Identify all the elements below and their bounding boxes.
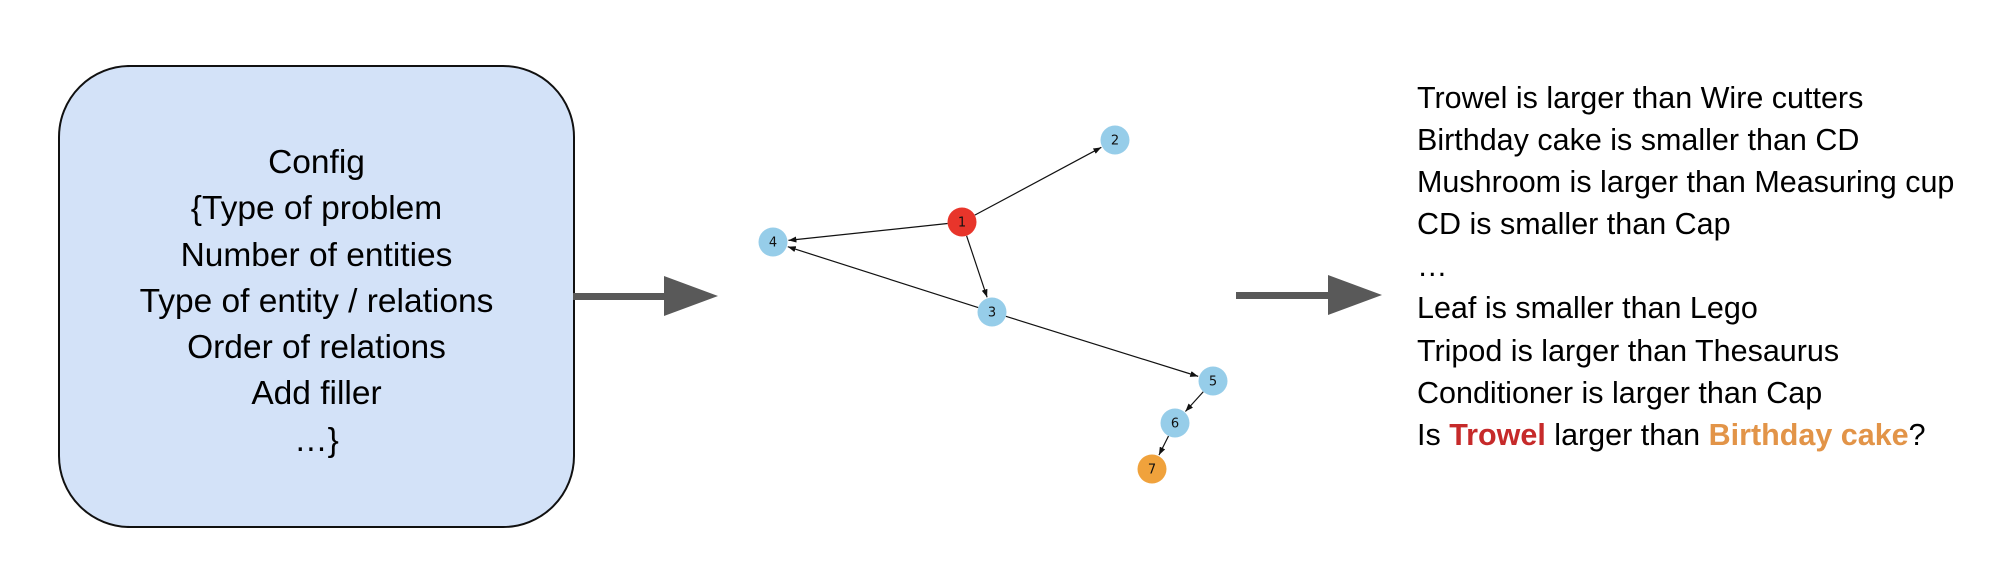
question-suffix: ? [1908,417,1926,452]
config-line: {Type of problem [190,190,443,228]
graph-edge-3-4 [787,246,979,309]
graph-node-label: 1 [958,216,966,231]
graph-node-circle [1137,454,1167,484]
statement: Leaf is smaller than Lego [1417,291,1758,326]
graph-node-7: 7 [1137,454,1167,484]
question-entity-a: Trowel [1449,417,1546,452]
config-line-title: Config [268,144,365,181]
statement: CD is smaller than Cap [1417,207,1731,242]
graph-node-label: 5 [1209,375,1217,390]
graph-node-circle [1100,125,1130,155]
graph-node-circle [947,207,977,237]
statement: Conditioner is larger than Cap [1417,375,1823,410]
graph-node-2: 2 [1100,125,1130,155]
graph-node-circle [977,297,1007,327]
arrow-head [1328,275,1382,315]
graph-node-circle [1198,366,1228,396]
graph-node-circle [758,227,788,257]
statements-list: Trowel is larger than Wire cutters Birth… [1417,77,1954,456]
graph-node-3: 3 [977,297,1007,327]
graph-edge-5-6 [1184,391,1204,412]
graph-node-label: 7 [1148,463,1156,478]
graph-edge-3-5 [1005,315,1199,377]
statement: Trowel is larger than Wire cutters [1417,81,1864,115]
config-line: Number of entities [180,236,453,274]
config-line: …} [294,421,339,459]
graph-node-1: 1 [947,207,977,237]
graph-edge-1-3 [966,235,988,298]
question-entity-b: Birthday cake [1708,417,1909,452]
graph-node-label: 6 [1171,417,1179,432]
config-text: Config {Type of problem Number of entiti… [60,140,573,464]
graph-node-label: 3 [988,306,996,321]
arrow-shaft [1236,292,1329,299]
graph-edge-1-4 [788,222,948,243]
graph-edge-1-2 [974,146,1102,216]
arrow-right-icon [573,276,719,316]
config-line: Type of entity / relations [139,282,494,320]
statement: Birthday cake is smaller than CD [1417,123,1860,158]
graph-node-6: 6 [1160,408,1190,438]
graph-node-label: 4 [769,236,777,251]
graph-node-circle [1160,408,1190,438]
question-prefix: Is [1417,417,1450,452]
config-line: Add filler [251,375,382,413]
statement: Tripod is larger than Thesaurus [1417,333,1840,368]
statement: Mushroom is larger than Measuring cup [1417,165,1955,200]
arrow-shaft [573,293,665,300]
config-line: Order of relations [187,329,446,367]
arrow-right-icon [1236,275,1383,315]
graph-node-5: 5 [1198,366,1228,396]
graph-node-4: 4 [758,227,788,257]
graph-node-label: 2 [1111,134,1119,149]
graph-edge-6-7 [1158,435,1170,456]
arrow-head [664,276,718,316]
config-box: Config {Type of problem Number of entiti… [58,65,575,528]
statement-ellipsis: … [1417,249,1448,284]
question: Is Trowel larger than Birthday cake? [1417,414,1954,456]
question-middle: larger than [1545,417,1709,452]
